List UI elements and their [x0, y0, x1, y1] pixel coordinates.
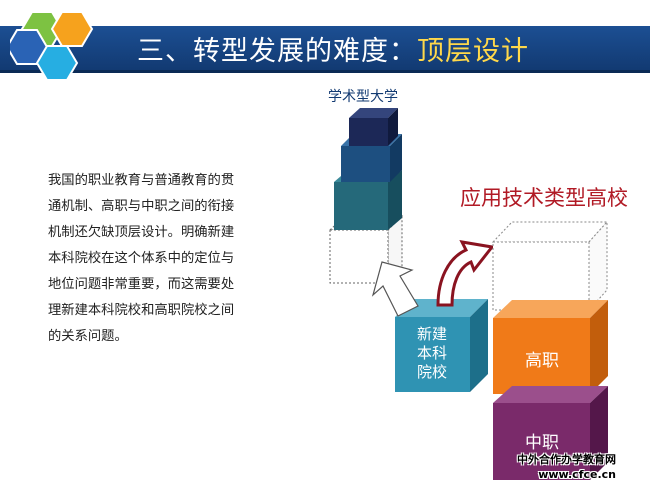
- hexagon-logo-icon: [10, 11, 94, 81]
- higher-vocational-block: [493, 300, 608, 394]
- secondary-vocational-label: 中职: [525, 433, 559, 453]
- curved-arrow-right-icon: [436, 240, 495, 307]
- new-school-label: 新建 本科 院校: [417, 325, 447, 382]
- paragraph-line: 理新建本科院校和高职院校之间: [48, 303, 235, 318]
- header-bar: [0, 26, 650, 73]
- paragraph-line: 通机制、高职与中职之间的衔接: [48, 199, 235, 214]
- watermark-line: 中外合作办学教育网: [517, 453, 616, 466]
- watermark-line: www.cfce.cn: [538, 468, 616, 481]
- title-highlight: 顶层设计: [417, 36, 529, 67]
- paragraph-line: 机制还欠缺顶层设计。明确新建: [48, 225, 235, 240]
- title-prefix: 三、转型发展的难度：: [137, 36, 417, 67]
- secondary-vocational-block: [493, 386, 608, 480]
- new-school-line: 院校: [417, 363, 448, 381]
- body-paragraph: 我国的职业教育与普通教育的贯 通机制、高职与中职之间的衔接 机制还欠缺顶层设计。…: [48, 168, 298, 350]
- new-school-block: [395, 299, 488, 392]
- paragraph-line: 我国的职业教育与普通教育的贯: [48, 173, 235, 188]
- new-school-line: 本科: [417, 344, 448, 362]
- paragraph-line: 的关系问题。: [48, 329, 128, 344]
- academic-university-label: 学术型大学: [328, 89, 398, 105]
- page-title: 三、转型发展的难度：顶层设计: [137, 29, 529, 68]
- academic-tower: [328, 108, 404, 285]
- upward-arrow-left-icon: [371, 261, 419, 317]
- applied-box: [491, 220, 609, 312]
- applied-university-label: 应用技术类型高校: [460, 186, 628, 210]
- watermark: 中外合作办学教育网 www.cfce.cn: [517, 452, 616, 482]
- new-school-line: 新建: [417, 325, 448, 343]
- paragraph-line: 地位问题非常重要，而这需要处: [48, 277, 235, 292]
- header: 三、转型发展的难度：顶层设计: [0, 8, 650, 81]
- higher-vocational-label: 高职: [525, 351, 559, 371]
- paragraph-line: 本科院校在这个体系中的定位与: [48, 251, 235, 266]
